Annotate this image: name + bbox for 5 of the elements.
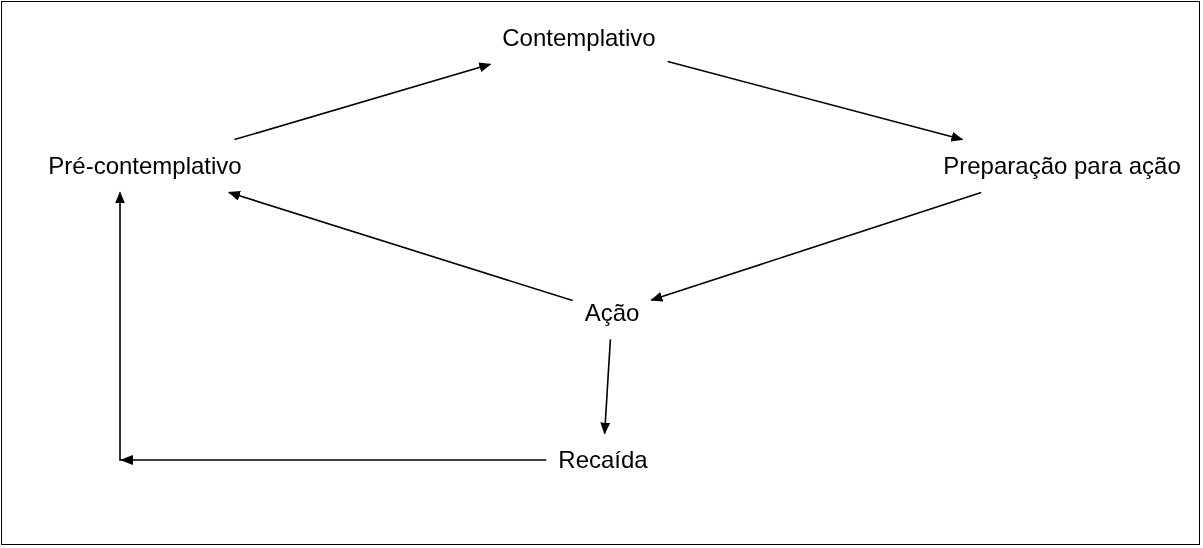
stage-label: Preparação para ação — [943, 151, 1181, 179]
stage-label: Ação — [584, 298, 640, 326]
stage-label: Recaída — [558, 445, 648, 473]
stage-label: Contemplativo — [502, 23, 656, 51]
stage-label: Pré-contemplativo — [48, 151, 242, 179]
